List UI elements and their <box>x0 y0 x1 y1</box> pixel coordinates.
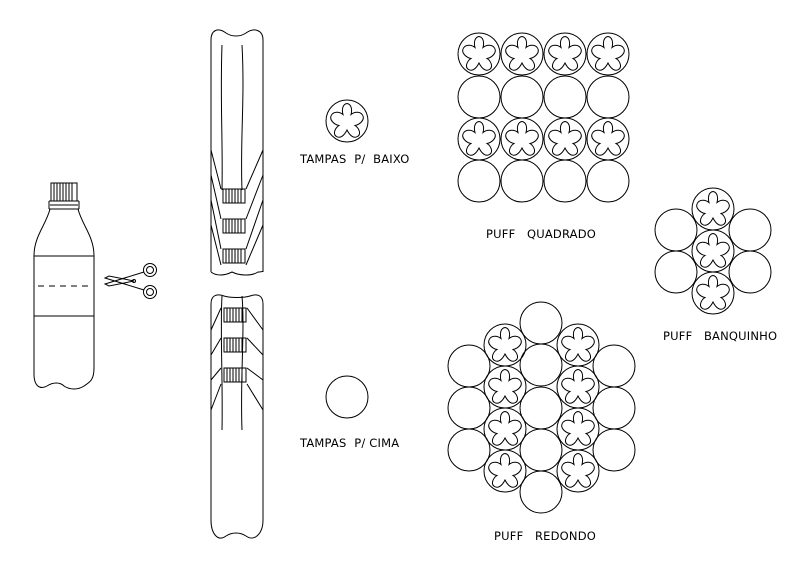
cap-down-flower <box>325 99 369 143</box>
puff-stool-diagram <box>654 187 772 315</box>
puff-square-label: PUFF QUADRADO <box>486 227 597 241</box>
puff-round-label: PUFF REDONDO <box>494 529 597 543</box>
scissors-icon <box>103 263 157 299</box>
bottle-icon <box>33 182 95 390</box>
caps-up-label: TAMPAS P/ CIMA <box>300 436 400 450</box>
puff-square-diagram <box>457 32 630 203</box>
bottle-bottom-piece <box>210 29 264 276</box>
puff-round-diagram <box>447 301 636 514</box>
caps-down-label: TAMPAS P/ BAIXO <box>300 152 410 166</box>
bottle-top-piece <box>210 294 264 539</box>
puff-stool-label: PUFF BANQUINHO <box>663 329 778 343</box>
cap-up-circle <box>325 375 369 419</box>
